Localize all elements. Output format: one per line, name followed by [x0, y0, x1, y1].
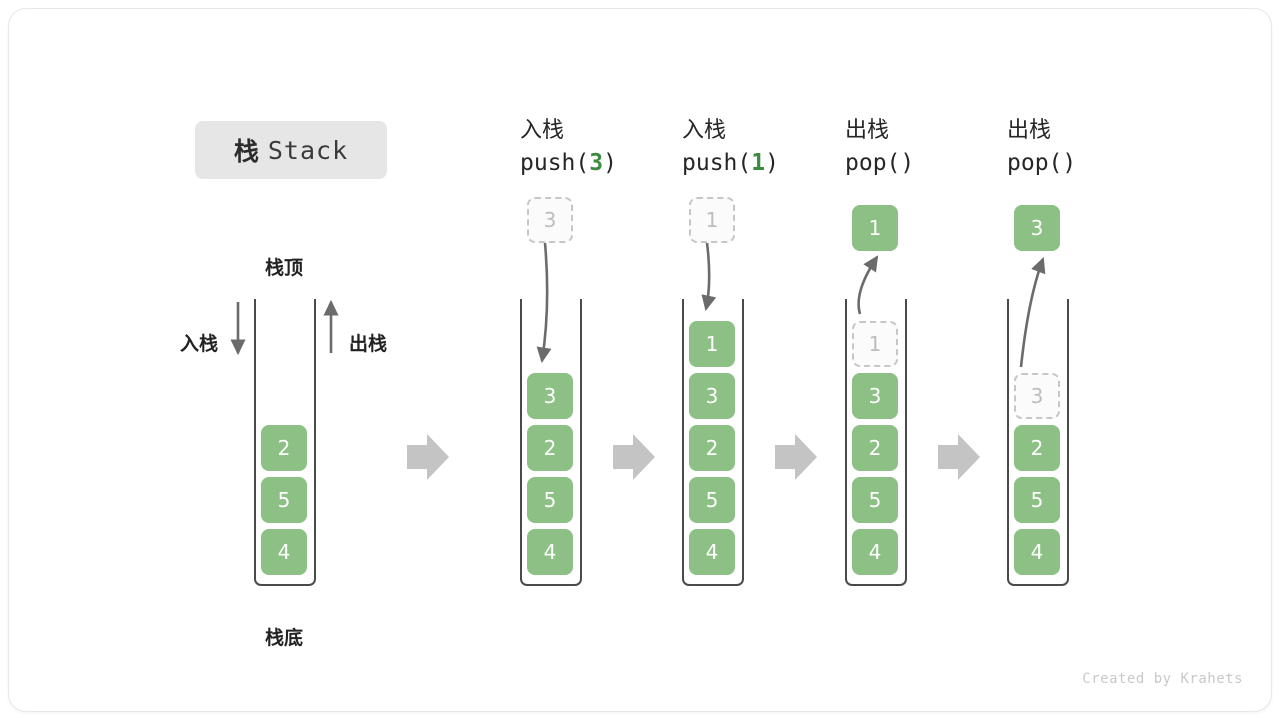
column-header-push-3: 入栈 push(3) — [520, 116, 617, 180]
code-suffix: ) — [765, 150, 779, 176]
column-header-push-1: 入栈 push(1) — [682, 116, 779, 180]
stack-cell: 4 — [1014, 529, 1060, 575]
stack-top-label: 栈顶 — [265, 257, 304, 279]
popped-element: 3 — [1014, 205, 1060, 251]
stack-container-initial — [254, 299, 316, 586]
stack-cell: 2 — [261, 425, 307, 471]
stack-cell: 3 — [527, 373, 573, 419]
stack-container-push-3 — [520, 299, 582, 586]
column-header-cn: 出栈 — [845, 118, 890, 143]
stack-cell: 5 — [527, 477, 573, 523]
flow-arrow-4-icon — [938, 434, 980, 480]
vacated-slot-ghost: 3 — [1014, 373, 1060, 419]
code-suffix: ) — [900, 150, 915, 176]
column-header-code: pop() — [1007, 146, 1076, 180]
incoming-element-ghost: 3 — [527, 197, 573, 243]
push-direction-label: 入栈 — [180, 333, 219, 355]
column-header-cn: 入栈 — [520, 118, 565, 143]
stack-cell: 5 — [1014, 477, 1060, 523]
stack-bottom-label: 栈底 — [265, 627, 304, 649]
stack-cell: 4 — [852, 529, 898, 575]
flow-arrow-1-icon — [407, 434, 449, 480]
stack-cell: 2 — [852, 425, 898, 471]
column-header-pop-1: 出栈 pop() — [845, 116, 914, 180]
flow-arrow-2-icon — [613, 434, 655, 480]
stack-cell: 1 — [689, 321, 735, 367]
stack-cell: 5 — [261, 477, 307, 523]
vacated-slot-ghost: 1 — [852, 321, 898, 367]
code-prefix: pop( — [1007, 150, 1063, 176]
column-header-cn: 入栈 — [682, 118, 727, 143]
code-arg: 1 — [751, 150, 766, 176]
code-suffix: ) — [603, 150, 617, 176]
stack-cell: 4 — [261, 529, 307, 575]
code-prefix: push( — [520, 150, 590, 176]
title-cn: 栈 — [233, 137, 259, 166]
diagram-title-chip: 栈 Stack — [195, 121, 387, 179]
code-prefix: push( — [682, 150, 752, 176]
diagram-card: 栈 Stack 栈顶 栈底 入栈 出栈 入栈 push(3) 入栈 push(1… — [8, 8, 1272, 712]
stack-cell: 4 — [527, 529, 573, 575]
flow-arrow-3-icon — [775, 434, 817, 480]
column-header-code: push(1) — [682, 146, 779, 180]
incoming-element-ghost: 1 — [689, 197, 735, 243]
stack-container-pop-1 — [845, 299, 907, 586]
stack-cell: 2 — [1014, 425, 1060, 471]
stack-cell: 4 — [689, 529, 735, 575]
stack-cell: 5 — [852, 477, 898, 523]
title-en: Stack — [267, 135, 349, 165]
footer-credit: Created by Krahets — [1082, 671, 1243, 687]
code-arg: 3 — [589, 150, 604, 176]
stack-cell: 2 — [527, 425, 573, 471]
column-header-code: push(3) — [520, 146, 617, 180]
code-prefix: pop( — [845, 150, 901, 176]
code-suffix: ) — [1062, 150, 1077, 176]
stack-cell: 2 — [689, 425, 735, 471]
stack-cell: 3 — [689, 373, 735, 419]
stack-container-push-1 — [682, 299, 744, 586]
arrow-overlay — [230, 242, 1046, 480]
pop-direction-label: 出栈 — [349, 333, 388, 355]
stack-cell: 5 — [689, 477, 735, 523]
column-header-pop-3: 出栈 pop() — [1007, 116, 1076, 180]
column-header-cn: 出栈 — [1007, 118, 1052, 143]
stack-cell: 3 — [852, 373, 898, 419]
column-header-code: pop() — [845, 146, 914, 180]
stack-container-pop-3 — [1007, 299, 1069, 586]
popped-element: 1 — [852, 205, 898, 251]
